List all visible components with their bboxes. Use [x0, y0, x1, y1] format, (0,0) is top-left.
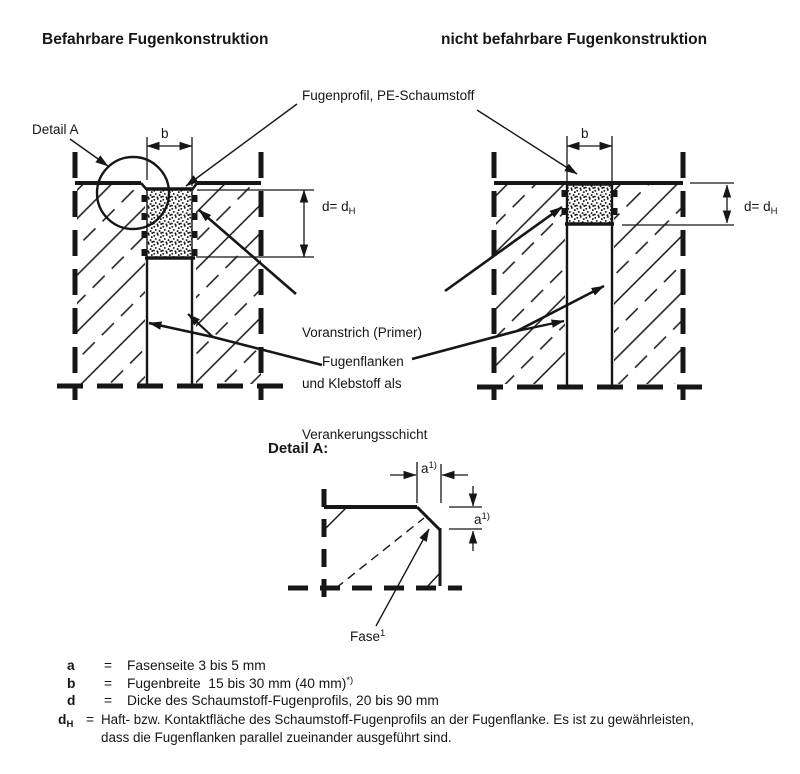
- legend-equals: =: [104, 658, 113, 673]
- dimension-b-label-right: b: [581, 126, 589, 141]
- voranstrich-line1: Voranstrich (Primer): [302, 325, 423, 340]
- fase-arrow: [375, 528, 430, 627]
- legend-equals: =: [86, 712, 95, 727]
- legend-text-d: Dicke des Schaumstoff-Fugenprofils, 20 b…: [127, 693, 439, 708]
- right-joint-diagram: [477, 136, 734, 400]
- voranstrich-arrow-right: [444, 205, 563, 293]
- legend-symbol-d: d: [67, 693, 76, 708]
- legend-text-dh-line1: Haft- bzw. Kontaktfläche des Schaumstoff…: [101, 712, 694, 727]
- detail-a-pointer-label: Detail A: [32, 122, 79, 137]
- fugenflanken-arrow-left-branch: [187, 313, 214, 338]
- dimension-b-label-left: b: [161, 126, 169, 141]
- detail-a-heading: Detail A:: [268, 440, 329, 457]
- fugenprofil-arrow-left: [185, 103, 298, 187]
- legend-equals: =: [104, 693, 113, 708]
- fugenflanken-label: Fugenflanken: [322, 354, 404, 369]
- detail-a-pointer-arrow: [69, 138, 109, 167]
- detail-chamfer: [415, 505, 442, 532]
- fase-label: Fase1: [350, 628, 386, 644]
- detail-hatch-line-2: [425, 572, 441, 589]
- voranstrich-arrow-left: [198, 209, 297, 295]
- title-left: Befahrbare Fugenkonstruktion: [42, 31, 269, 48]
- dimension-a-right-label: a1): [474, 511, 490, 527]
- detail-a-drawing: [288, 462, 482, 627]
- fugenflanken-arrow-right-branch: [516, 319, 565, 333]
- concrete-hatch-left: [496, 185, 565, 384]
- voranstrich-label: Voranstrich (Primer) und Klebstoff als V…: [302, 290, 427, 477]
- dimension-d-label-left: d= dH: [322, 199, 356, 217]
- voranstrich-line3: Verankerungsschicht: [302, 427, 428, 442]
- concrete-hatch-left: [77, 185, 145, 384]
- legend-symbol-dh: dH: [58, 712, 74, 730]
- legend-text-b: Fugenbreite 15 bis 30 mm (40 mm)*): [127, 675, 354, 691]
- leader-arrows: [69, 103, 605, 367]
- legend-symbol-a: a: [67, 658, 75, 673]
- voranstrich-line2: und Klebstoff als: [302, 376, 402, 391]
- legend-text-a: Fasenseite 3 bis 5 mm: [127, 658, 266, 673]
- dimension-a-top-label: a1): [421, 460, 437, 476]
- foam-profile-left: [146, 188, 193, 259]
- fugenprofil-arrow-right: [476, 109, 578, 175]
- foam-profile-right: [566, 184, 613, 225]
- dimension-d-label-right: d= dH: [744, 199, 778, 217]
- left-joint-diagram: [57, 137, 314, 400]
- legend-equals: =: [104, 676, 113, 691]
- detail-a-circle: [95, 155, 171, 231]
- legend-text-dh-line2: dass die Fugenflanken parallel zueinande…: [101, 730, 452, 745]
- concrete-hatch-right: [614, 185, 681, 384]
- detail-hatch-line-1: [322, 506, 348, 532]
- fugenprofil-label: Fugenprofil, PE-Schaumstoff: [302, 88, 475, 103]
- legend-symbol-b: b: [67, 676, 76, 691]
- title-right: nicht befahrbare Fugenkonstruktion: [441, 31, 708, 48]
- detail-hatch-dashed: [335, 517, 425, 589]
